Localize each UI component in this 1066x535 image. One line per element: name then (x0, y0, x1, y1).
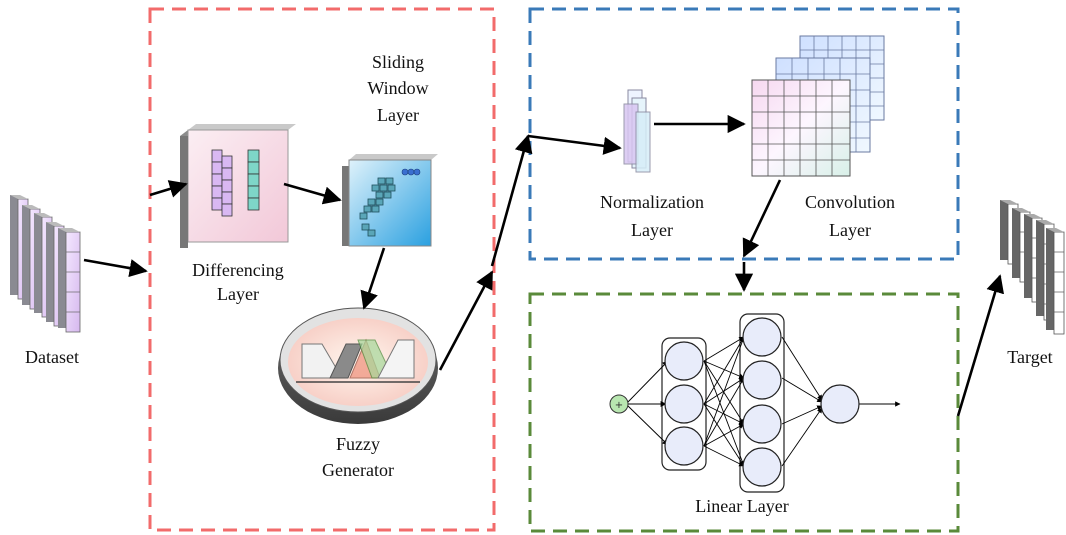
normalization-layer-icon (623, 89, 651, 173)
neuron (742, 447, 782, 487)
convolution-label-line2: Layer (829, 220, 871, 240)
target-icon (1000, 200, 1065, 335)
differencing-label-line2: Layer (217, 284, 259, 304)
neuron (664, 341, 704, 381)
sliding-window-label-line2: Window (367, 78, 428, 98)
flow-arrows (83, 114, 1005, 417)
arrow-to-normalization (527, 134, 622, 155)
fuzzy-generator-label-line1: Fuzzy (336, 434, 380, 454)
arrow-up-to-cnn (490, 134, 533, 267)
hidden-layer-2-frame (739, 313, 785, 493)
linear-layer-network: + (609, 313, 901, 493)
convolution-layer-icon (751, 35, 885, 177)
neuron (742, 404, 782, 444)
arrow-differencing-to-sliding (283, 182, 342, 205)
neuron (664, 384, 704, 424)
normalization-label-line1: Normalization (600, 192, 704, 212)
arrow-to-differencing (149, 180, 188, 198)
arrow-fuzzy-out (438, 270, 494, 371)
sliding-window-label-line3: Layer (377, 105, 419, 125)
fuzzy-module-box (148, 7, 496, 532)
arrow-dataset-to-fuzzy (83, 258, 148, 278)
arrow-sliding-to-fuzzy (360, 247, 386, 310)
normalization-label-line2: Layer (631, 220, 673, 240)
convolution-label-line1: Convolution (805, 192, 895, 212)
cnn-module-box (528, 7, 960, 261)
bias-symbol: + (615, 400, 623, 411)
sliding-window-layer-icon (342, 154, 438, 247)
target-label: Target (1007, 347, 1052, 367)
bias-node (609, 394, 629, 414)
dataset-label: Dataset (25, 347, 79, 367)
differencing-label-line1: Differencing (192, 260, 284, 280)
linear-module-box (528, 292, 960, 533)
neuron (742, 317, 782, 357)
fuzzy-generator-icon (278, 307, 438, 424)
arrow-conv-down (742, 179, 782, 258)
fuzzy-generator-label-line2: Generator (322, 460, 394, 480)
differencing-layer-icon (180, 124, 296, 248)
sliding-window-label-line1: Sliding (372, 52, 424, 72)
neuron (742, 360, 782, 400)
neuron (664, 426, 704, 466)
output-neuron (820, 384, 860, 424)
dataset-icon (10, 195, 81, 333)
arrow-linear-to-target (956, 274, 1005, 417)
linear-label: Linear Layer (695, 496, 788, 516)
